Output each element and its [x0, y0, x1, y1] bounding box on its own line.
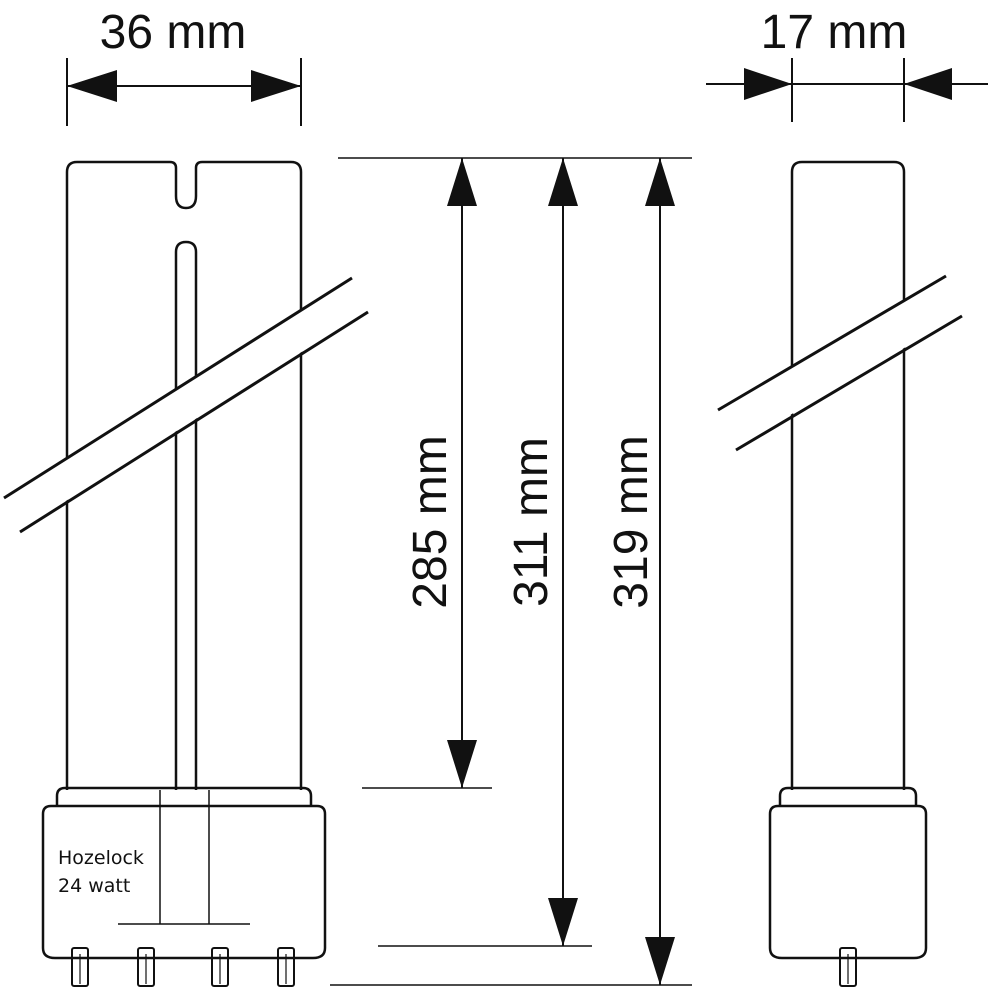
front-width-label: 36 mm — [100, 6, 247, 59]
label-line-2: 24 watt — [58, 875, 130, 897]
arrow-up-icon — [447, 158, 477, 206]
length-319-label: 319 mm — [605, 435, 658, 608]
lamp-pins — [71, 947, 295, 987]
front-view-lamp: Hozelock 24 watt — [3, 160, 369, 987]
length-dimensions: 285 mm 311 mm 319 mm — [330, 157, 692, 986]
arrow-up-icon — [645, 158, 675, 206]
arrow-down-icon — [645, 937, 675, 985]
arrow-up-icon — [548, 158, 578, 206]
arrow-left-icon — [67, 70, 117, 102]
length-285-label: 285 mm — [404, 435, 457, 608]
length-311-label: 311 mm — [505, 437, 558, 607]
arrow-right-icon — [744, 68, 792, 100]
side-view-lamp — [717, 160, 963, 987]
label-line-1: Hozelock — [58, 847, 144, 869]
side-width-dimension: 17 mm — [706, 6, 988, 122]
arrow-left-icon — [904, 68, 952, 100]
arrow-down-icon — [447, 740, 477, 788]
arrow-right-icon — [251, 70, 301, 102]
arrow-down-icon — [548, 898, 578, 946]
side-width-label: 17 mm — [761, 6, 908, 59]
front-width-dimension: 36 mm — [66, 6, 302, 126]
